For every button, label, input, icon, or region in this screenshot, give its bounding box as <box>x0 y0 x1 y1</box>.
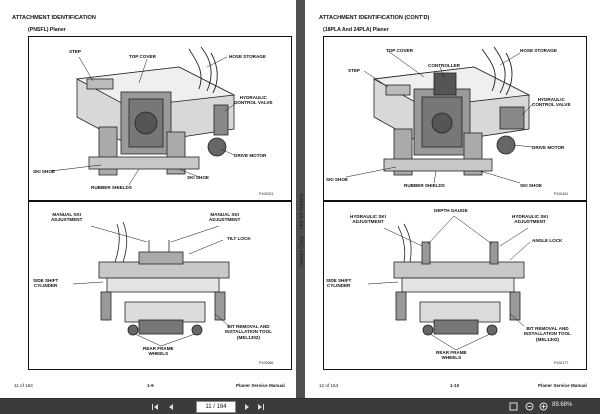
planer-side-illustration <box>367 215 531 351</box>
label-side-shift-cylinder: SIDE SHIFT CYLINDER <box>33 278 59 289</box>
figure-planer-top: STEP TOP COVER HOSE STORAGE HYDRAULIC CO… <box>28 36 292 201</box>
zoom-level[interactable]: 89.68% <box>552 402 573 408</box>
label-rear-frame-wheels: REAR FRAME WHEELS <box>436 350 467 361</box>
page-subheader: (18PLA And 24PLA) Planer <box>323 27 389 33</box>
zoom-out-icon[interactable] <box>524 401 534 412</box>
document-page-left: ATTACHMENT IDENTIFICATION (PNSFL) Planer <box>0 0 296 398</box>
label-rubber-shields: RUBBER SHIELDS <box>404 183 445 188</box>
planer-illustration <box>345 46 535 184</box>
label-depth-gauge: DEPTH GAUGE <box>434 208 468 213</box>
figure-number: P100086 <box>259 361 274 365</box>
label-step: STEP <box>348 68 360 73</box>
manual-title: Planer Service Manual <box>538 383 587 388</box>
page-header: ATTACHMENT IDENTIFICATION (CONT'D) <box>319 15 430 21</box>
label-ski-shoe-left: SKI SHOE <box>326 177 348 182</box>
zoom-in-icon[interactable] <box>538 401 548 412</box>
label-top-cover: TOP COVER <box>386 48 413 53</box>
page-number: 1-10 <box>450 383 460 388</box>
label-hydraulic-ski-adjustment-left: HYDRAULIC SKI ADJUSTMENT <box>350 214 386 225</box>
label-controller: CONTROLLER <box>428 63 460 68</box>
viewer-toolbar: 11 / 164 89.68% <box>0 398 600 414</box>
planer-illustration <box>50 46 240 186</box>
next-page-icon[interactable] <box>242 401 252 412</box>
figure-number: P100177 <box>554 361 569 365</box>
label-hose-storage: HOSE STORAGE <box>229 54 266 59</box>
label-ski-shoe-left: SKI SHOE <box>33 169 55 174</box>
label-bit-removal-tool: BIT REMOVAL AND INSTALLATION TOOL (MEL13… <box>225 324 272 340</box>
label-step: STEP <box>69 49 81 54</box>
page-subheader: (PNSFL) Planer <box>28 27 66 33</box>
label-top-cover: TOP COVER <box>129 54 156 59</box>
manual-title: Planer Service Manual <box>236 383 285 388</box>
label-rubber-shields: RUBBER SHIELDS <box>91 185 132 190</box>
label-manual-ski-adjustment-left: MANUAL SKI ADJUSTMENT <box>51 212 83 223</box>
label-angle-lock: ANGLE LOCK <box>532 238 563 243</box>
page-number: 1-9 <box>147 383 154 388</box>
prev-page-icon[interactable] <box>166 401 176 412</box>
label-ski-shoe-right: SKI SHOE <box>187 175 209 180</box>
label-hydraulic-ski-adjustment-right: HYDRAULIC SKI ADJUSTMENT <box>512 214 548 225</box>
page-header: ATTACHMENT IDENTIFICATION <box>12 15 96 21</box>
figure-planer-top: TOP COVER STEP CONTROLLER HOSE STORAGE H… <box>323 36 587 201</box>
figure-number: P100161 <box>554 192 569 196</box>
label-hydraulic-control-valve: HYDRAULIC CONTROL VALVE <box>532 97 571 108</box>
label-ski-shoe-right: SKI SHOE <box>520 183 542 188</box>
first-page-icon[interactable] <box>150 401 160 412</box>
planer-side-illustration <box>72 221 230 347</box>
fit-page-icon[interactable] <box>508 401 518 412</box>
label-side-shift-cylinder: SIDE SHIFT CYLINDER <box>326 278 352 289</box>
label-drive-motor: DRIVE MOTOR <box>532 145 565 150</box>
figure-number: P100031 <box>259 192 274 196</box>
label-tilt-lock: TILT LOCK <box>227 236 251 241</box>
page-number-input[interactable]: 11 / 164 <box>196 401 236 413</box>
label-bit-removal-tool: BIT REMOVAL AND INSTALLATION TOOL (MEL13… <box>524 326 571 342</box>
label-manual-ski-adjustment-right: MANUAL SKI ADJUSTMENT <box>209 212 241 223</box>
last-page-icon[interactable] <box>256 401 266 412</box>
label-drive-motor: DRIVE MOTOR <box>234 153 267 158</box>
document-page-right: ATTACHMENT IDENTIFICATION (CONT'D) (18PL… <box>305 0 600 398</box>
label-hose-storage: HOSE STORAGE <box>520 48 557 53</box>
page-count: 11 of 164 <box>14 383 33 388</box>
label-rear-frame-wheels: REAR FRAME WHEELS <box>143 346 174 357</box>
page-count: 12 of 164 <box>319 383 339 388</box>
label-hydraulic-control-valve: HYDRAULIC CONTROL VALVE <box>234 95 273 106</box>
figure-planer-bottom: MANUAL SKI ADJUSTMENT MANUAL SKI ADJUSTM… <box>28 201 292 370</box>
figure-planer-bottom: DEPTH GAUGE HYDRAULIC SKI ADJUSTMENT HYD… <box>323 201 587 370</box>
